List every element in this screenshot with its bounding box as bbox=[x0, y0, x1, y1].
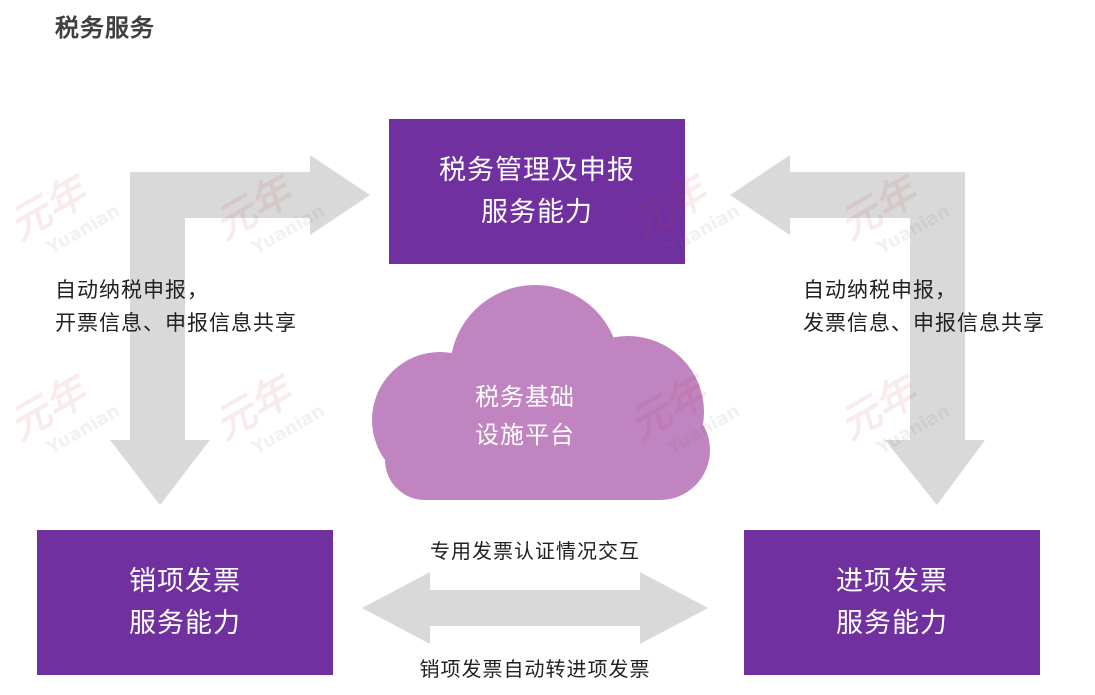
cloud-label-line1: 税务基础 bbox=[475, 383, 575, 411]
purchase-invoice-line1: 进项发票 bbox=[836, 565, 948, 597]
bottom-note-top: 专用发票认证情况交互 bbox=[430, 539, 640, 563]
tax-management-box: 税务管理及申报 服务能力 bbox=[389, 119, 685, 264]
purchase-invoice-line2: 服务能力 bbox=[836, 607, 948, 639]
bottom-note-bottom: 销项发票自动转进项发票 bbox=[419, 657, 651, 681]
cloud-label: 税务基础 设施平台 bbox=[445, 378, 605, 454]
sales-invoice-line2: 服务能力 bbox=[129, 607, 241, 639]
left-note-line2: 开票信息、申报信息共享 bbox=[55, 311, 297, 335]
cloud-shape bbox=[372, 285, 710, 500]
sales-invoice-box: 销项发票 服务能力 bbox=[37, 530, 333, 675]
purchase-invoice-box: 进项发票 服务能力 bbox=[744, 530, 1040, 675]
right-note: 自动纳税申报， 发票信息、申报信息共享 bbox=[803, 274, 1045, 340]
left-note: 自动纳税申报， 开票信息、申报信息共享 bbox=[55, 274, 297, 340]
tax-management-line1: 税务管理及申报 bbox=[439, 154, 635, 186]
right-note-line1: 自动纳税申报， bbox=[803, 278, 957, 302]
left-flow-arrow bbox=[110, 155, 370, 505]
bottom-double-arrow bbox=[362, 572, 708, 644]
cloud-label-line2: 设施平台 bbox=[475, 421, 575, 449]
right-flow-arrow bbox=[730, 155, 985, 505]
page-title: 税务服务 bbox=[55, 14, 155, 42]
right-note-line2: 发票信息、申报信息共享 bbox=[803, 311, 1045, 335]
tax-management-line2: 服务能力 bbox=[481, 196, 593, 228]
left-note-line1: 自动纳税申报， bbox=[55, 278, 209, 302]
sales-invoice-line1: 销项发票 bbox=[129, 565, 241, 597]
